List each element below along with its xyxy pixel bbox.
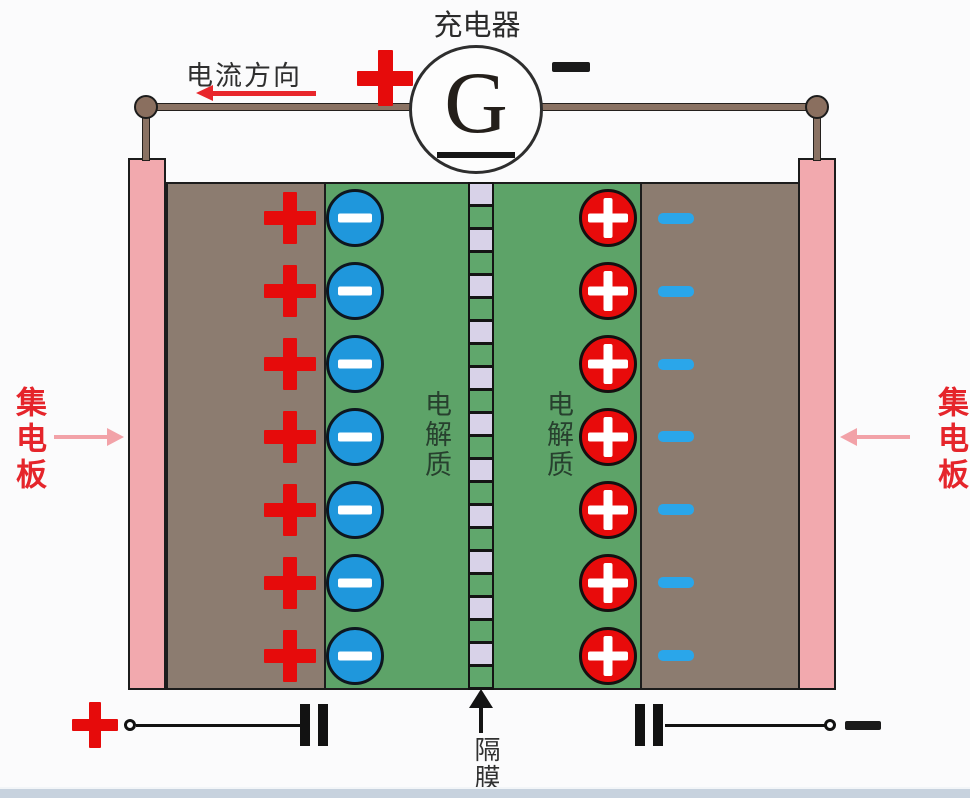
arrow-shaft bbox=[479, 706, 483, 733]
negative-ion-icon bbox=[326, 262, 384, 320]
collector-plate-left bbox=[128, 158, 166, 690]
negative-charge-icon bbox=[658, 358, 694, 370]
anion-column bbox=[326, 189, 384, 685]
separator-membrane bbox=[468, 182, 494, 690]
terminal-positive-icon bbox=[72, 702, 118, 748]
arrow-head bbox=[469, 689, 493, 708]
arrow-head bbox=[840, 428, 857, 446]
positive-ion-icon bbox=[579, 262, 637, 320]
cation-column bbox=[579, 189, 637, 685]
wire-node-right bbox=[805, 95, 829, 119]
positive-ion-icon bbox=[579, 627, 637, 685]
collector-label-right: 集电板 bbox=[933, 386, 968, 494]
terminal-negative-icon bbox=[845, 721, 881, 730]
separator-arrow-icon bbox=[469, 689, 493, 733]
generator-symbol: G bbox=[437, 59, 515, 158]
negative-charge-icon bbox=[658, 649, 694, 661]
capacitor-plate-bar bbox=[653, 704, 663, 746]
positive-charge-icon bbox=[264, 630, 316, 682]
negative-charge-icon bbox=[658, 577, 694, 589]
negative-ion-icon bbox=[326, 481, 384, 539]
electrolyte-label-right: 电解质 bbox=[543, 390, 573, 480]
separator-label: 隔膜 bbox=[471, 736, 500, 792]
capacitor-plate-bar bbox=[318, 704, 328, 746]
positive-charge-icon bbox=[264, 484, 316, 536]
terminal-node-right bbox=[824, 719, 836, 731]
arrow-shaft bbox=[54, 435, 108, 439]
current-direction-arrow-icon bbox=[196, 85, 316, 101]
positive-ion-icon bbox=[579, 554, 637, 612]
positive-charge-icon bbox=[264, 192, 316, 244]
capacitor-plate-bar bbox=[300, 704, 310, 746]
positive-ion-icon bbox=[579, 481, 637, 539]
negative-ion-icon bbox=[326, 335, 384, 393]
positive-ion-icon bbox=[579, 335, 637, 393]
negative-charge-icon bbox=[658, 431, 694, 443]
arrow-shaft bbox=[211, 90, 316, 96]
collector-label-left: 集电板 bbox=[11, 386, 46, 494]
positive-ion-icon bbox=[579, 189, 637, 247]
charger-label: 充电器 bbox=[433, 10, 521, 42]
negative-ion-icon bbox=[326, 408, 384, 466]
bottom-edge-strip bbox=[0, 787, 970, 798]
positive-charge-icon bbox=[264, 557, 316, 609]
electrolyte-label-left: 电解质 bbox=[421, 390, 451, 480]
positive-ion-icon bbox=[579, 408, 637, 466]
terminal-node-left bbox=[124, 719, 136, 731]
generator-circle: G bbox=[409, 45, 543, 174]
collector-arrow-left-icon bbox=[54, 428, 124, 446]
charger-positive-icon bbox=[357, 50, 413, 106]
wire-top-right bbox=[541, 103, 819, 111]
positive-charge-icon bbox=[264, 338, 316, 390]
electrode-right-charges bbox=[658, 213, 694, 661]
capacitor-plate-bar bbox=[635, 704, 645, 746]
negative-ion-icon bbox=[326, 554, 384, 612]
negative-charge-icon bbox=[658, 213, 694, 224]
wire-bottom-right bbox=[665, 724, 825, 727]
electrode-left-charges bbox=[264, 192, 316, 682]
negative-charge-icon bbox=[658, 504, 694, 516]
collector-arrow-right-icon bbox=[840, 428, 910, 446]
positive-charge-icon bbox=[264, 411, 316, 463]
arrow-head bbox=[107, 428, 124, 446]
charger-negative-icon bbox=[552, 62, 590, 72]
positive-charge-icon bbox=[264, 265, 316, 317]
arrow-shaft bbox=[856, 435, 910, 439]
collector-plate-right bbox=[798, 158, 836, 690]
negative-charge-icon bbox=[658, 285, 694, 297]
arrow-head bbox=[196, 85, 213, 101]
negative-ion-icon bbox=[326, 189, 384, 247]
wire-bottom-left bbox=[136, 724, 300, 727]
wire-node-left bbox=[134, 95, 158, 119]
negative-ion-icon bbox=[326, 627, 384, 685]
